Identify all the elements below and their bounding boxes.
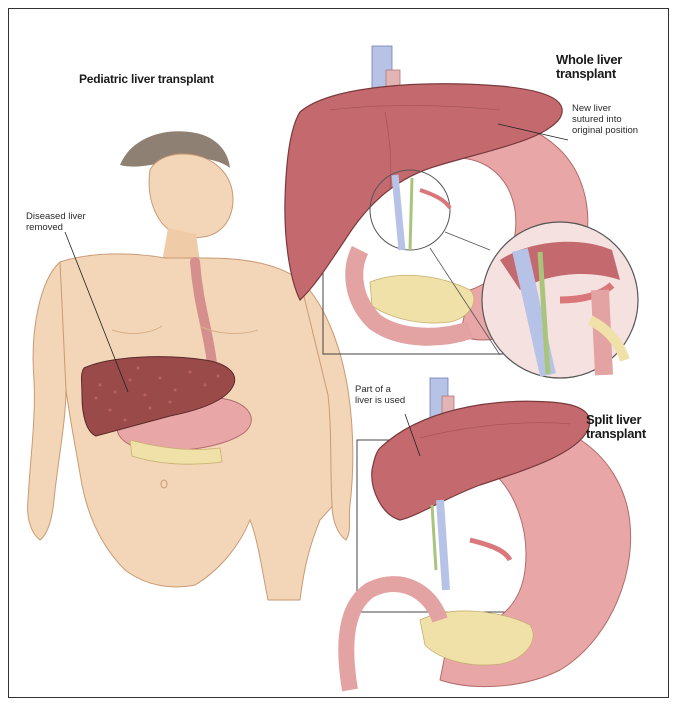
diseased-liver-callout-line1: Diseased liver [26, 211, 86, 222]
whole-liver-title-line1: Whole liver [556, 53, 622, 67]
diseased-liver-callout: Diseased liver removed [26, 211, 86, 233]
part-liver-callout-line2: liver is used [355, 395, 405, 406]
new-liver-callout-line2: sutured into [572, 114, 638, 125]
diseased-liver-callout-line2: removed [26, 222, 86, 233]
new-liver-callout: New liver sutured into original position [572, 103, 638, 136]
whole-liver-illustration [285, 46, 638, 378]
part-liver-callout: Part of a liver is used [355, 384, 405, 406]
split-liver-title-line2: transplant [586, 427, 646, 441]
split-liver-title: Split liver transplant [586, 413, 646, 441]
part-liver-callout-line1: Part of a [355, 384, 405, 395]
new-liver-callout-line1: New liver [572, 103, 638, 114]
whole-liver-title-line2: transplant [556, 67, 622, 81]
pediatric-title: Pediatric liver transplant [79, 72, 214, 86]
whole-liver-title: Whole liver transplant [556, 53, 622, 81]
split-liver-title-line1: Split liver [586, 413, 646, 427]
new-liver-callout-line3: original position [572, 125, 638, 136]
